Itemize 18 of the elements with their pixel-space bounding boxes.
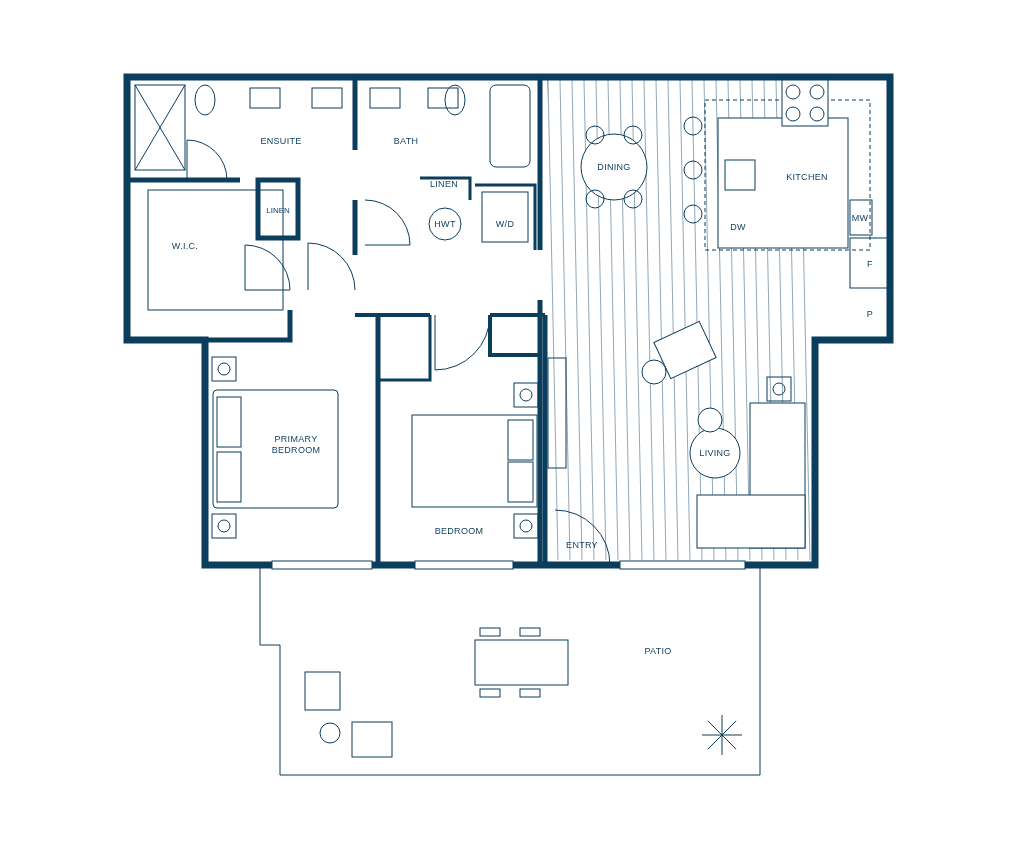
room-label: LIVING [699, 448, 731, 458]
pantry-label: P [866, 309, 874, 319]
closet-label: LINEN [430, 179, 458, 189]
room-label: KITCHEN [786, 172, 828, 182]
room-label: DINING [597, 162, 631, 172]
closet-label: LINEN [266, 205, 290, 215]
room-label: PATIO [644, 646, 672, 656]
room-label: ENSUITE [260, 136, 302, 146]
appliance-label: HWT [434, 219, 456, 229]
room-label: ENTRY [566, 540, 598, 550]
room-label: PRIMARY BEDROOM [270, 434, 322, 456]
room-label: BEDROOM [434, 526, 484, 536]
room-label: BATH [393, 136, 419, 146]
appliance-label: MW [851, 213, 869, 223]
appliance-label: DW [730, 222, 746, 232]
appliance-label: F [867, 259, 873, 269]
room-label: W.I.C. [171, 241, 199, 251]
appliance-label: W/D [495, 219, 515, 229]
